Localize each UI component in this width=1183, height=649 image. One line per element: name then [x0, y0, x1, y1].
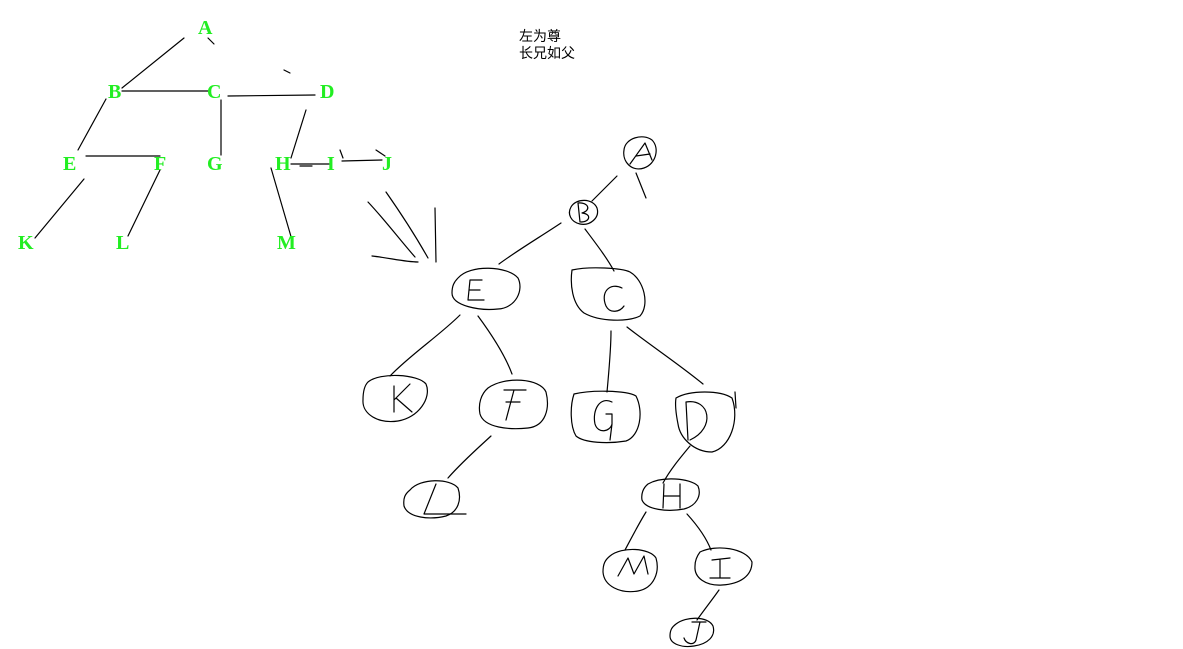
node-label-e: E	[63, 153, 76, 175]
original-tree-edges	[34, 37, 386, 241]
node2-h: H	[641, 478, 700, 511]
note-text: 左为尊 长兄如父	[519, 29, 575, 63]
edge2-h-i	[686, 513, 712, 551]
node-label-b: B	[108, 81, 121, 103]
edge2-c-g	[606, 330, 612, 393]
node2-label-j: J	[691, 633, 693, 635]
edge-f-l	[127, 169, 161, 237]
node2-j: J	[669, 617, 715, 648]
node2-label-c: C	[614, 297, 615, 299]
node-label-j: J	[382, 153, 392, 175]
edge-h-m	[270, 167, 293, 241]
conversion-arrow-icon	[367, 191, 437, 263]
original-tree: A B C D E F G H I J K L M	[18, 17, 392, 254]
node2-e: E	[451, 267, 521, 311]
node2-m: M	[602, 548, 658, 593]
edge-e-k	[34, 178, 85, 239]
node-label-h: H	[275, 153, 291, 175]
node2-l: L	[403, 480, 467, 519]
original-tree-labels: A B C D E F G H I J K L M	[18, 17, 392, 254]
edge2-h-m	[624, 511, 647, 551]
node-label-i: I	[327, 153, 335, 175]
node2-label-d: D	[700, 419, 701, 421]
node2-label-g: G	[604, 417, 605, 419]
edge2-e-k	[389, 314, 461, 377]
converted-tree-edges	[389, 172, 720, 621]
edge2-i-j	[696, 589, 720, 621]
node2-label-e: E	[476, 291, 477, 293]
node2-label-l: L	[432, 501, 433, 503]
node2-label-a: A	[640, 158, 641, 161]
edge2-e-f	[477, 315, 513, 375]
node2-f: F	[478, 379, 549, 430]
edge-b-e	[77, 98, 107, 151]
edge2-f-l	[447, 435, 492, 479]
node2-g: G	[570, 390, 641, 444]
edge2-b-e	[498, 222, 562, 265]
edge-a-b	[121, 37, 185, 89]
edge2-a-tail	[635, 172, 647, 199]
edge2-b-c	[584, 228, 615, 272]
node-label-d: D	[320, 81, 334, 103]
edge2-c-d	[626, 326, 704, 385]
node2-a: A	[623, 136, 657, 170]
node-label-c: C	[207, 81, 221, 103]
node2-k: K	[362, 374, 428, 423]
edge-c-d	[227, 94, 316, 97]
node2-label-h: H	[672, 497, 673, 499]
edge-a-mark	[207, 37, 215, 45]
node2-c: C	[570, 267, 646, 321]
node-label-k: K	[18, 232, 34, 254]
converted-binary-tree: A B E C K F G	[362, 136, 753, 648]
edge2-d-h	[662, 445, 691, 484]
node2-i: I	[694, 547, 753, 586]
node2-label-b: B	[584, 214, 585, 216]
node-label-m: M	[277, 232, 296, 254]
node2-label-f: F	[514, 405, 515, 407]
edge-i-j	[341, 159, 383, 162]
node2-label-m: M	[630, 571, 631, 573]
node2-d: D	[675, 391, 737, 453]
node-label-a: A	[198, 17, 213, 39]
node-label-l: L	[116, 232, 129, 254]
edge-d-h	[290, 109, 307, 159]
edge-j-mark	[375, 149, 386, 157]
node-label-g: G	[207, 153, 223, 175]
edge-c-d-mark	[283, 69, 291, 74]
node-label-f: F	[154, 153, 166, 175]
node2-b: B	[568, 199, 599, 225]
note-line-2: 长兄如父	[519, 46, 575, 62]
note-line-1: 左为尊	[519, 29, 561, 45]
edge-i-mark	[339, 149, 344, 159]
edge2-a-b	[591, 175, 618, 202]
